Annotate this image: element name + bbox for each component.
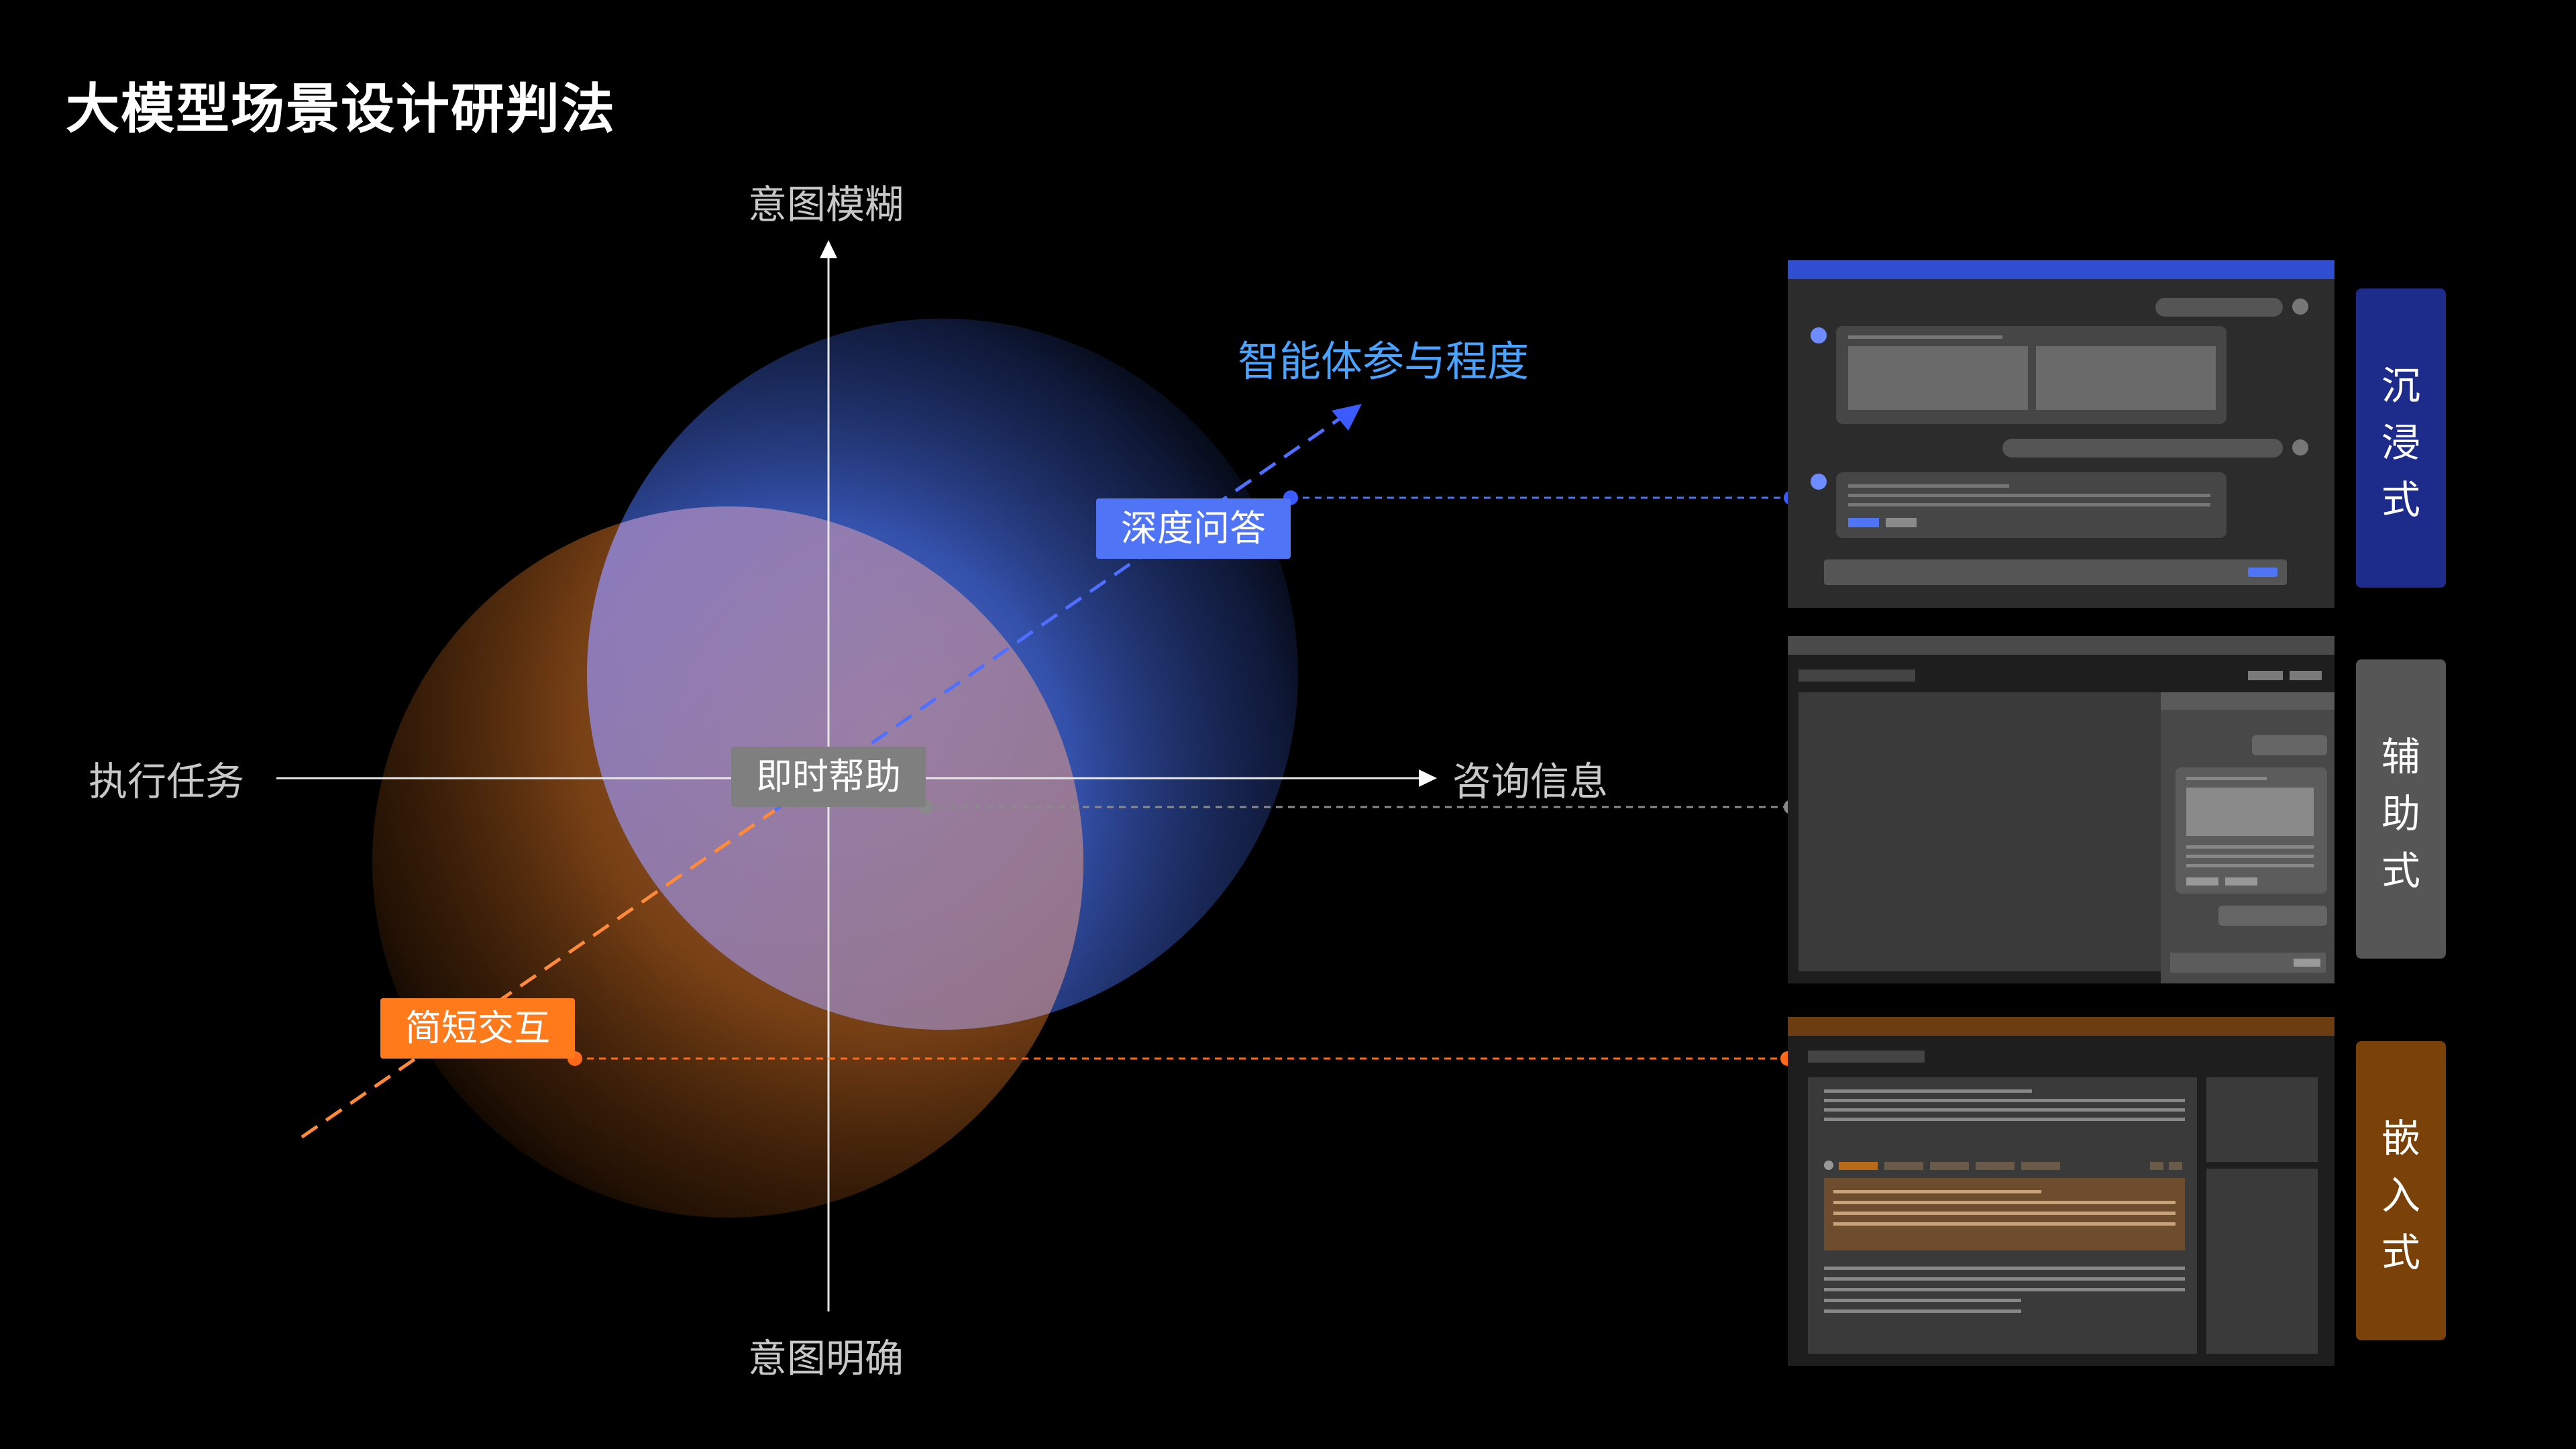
- user-avatar: [2292, 299, 2308, 315]
- diagonal-blue-dash: [773, 415, 1343, 812]
- toolbar-title: [1799, 669, 1915, 682]
- assist-mockup: [1788, 636, 2334, 983]
- mode-char: 助: [2381, 791, 2420, 837]
- main-work-area: [1799, 692, 2161, 971]
- mockup-header-bar: [1788, 260, 2334, 279]
- vertical-axis-arrow: [820, 240, 837, 258]
- panel-user-bubble-2: [2218, 906, 2327, 926]
- reply-image-right: [2036, 346, 2216, 410]
- mode-char: 式: [2381, 1230, 2420, 1275]
- diagonal-arrowhead: [1332, 404, 1362, 431]
- user-bubble: [2155, 298, 2283, 317]
- mode-char: 式: [2381, 477, 2420, 523]
- mode-char: 式: [2381, 848, 2420, 894]
- suggestion-line: [1833, 1190, 2041, 1193]
- tag-short-interaction: 简短交互: [380, 998, 575, 1059]
- panel-header: [2161, 692, 2334, 710]
- mockup-header-bar: [1788, 1017, 2334, 1036]
- suggestion-line: [1833, 1201, 2176, 1204]
- mode-char: 入: [2381, 1173, 2420, 1218]
- embed-action-chip: [2021, 1162, 2060, 1170]
- bot-reply-card-2: [1836, 472, 2226, 538]
- axis-label-bottom: 意图明确: [748, 1336, 904, 1381]
- side-block-bottom: [2206, 1169, 2318, 1354]
- mode-char: 辅: [2381, 734, 2420, 780]
- mode-card-embed: 嵌 入 式: [2356, 1041, 2446, 1340]
- send-button-shape: [2248, 568, 2277, 577]
- toolbar-btn: [2248, 671, 2283, 680]
- doc-line: [1824, 1099, 2185, 1102]
- reply-line: [1848, 484, 2009, 488]
- panel-reply-card: [2176, 767, 2327, 894]
- panel-user-bubble: [2252, 735, 2327, 755]
- axis-label-top: 意图模糊: [748, 182, 904, 227]
- bot-avatar-2: [1811, 474, 1827, 490]
- diagonal-orange-dash: [301, 808, 776, 1139]
- reply-line: [1848, 503, 2210, 506]
- panel-send-btn: [2294, 959, 2320, 967]
- reply-action-secondary: [1886, 518, 1917, 527]
- reply-action-primary: [1848, 518, 1879, 527]
- toolbar-title: [1808, 1051, 1925, 1063]
- mode-card-assist: 辅 助 式: [2356, 659, 2446, 959]
- tag-instant-help: 即时帮助: [731, 747, 926, 807]
- toolbar-btn: [2290, 671, 2322, 680]
- mode-char: 嵌: [2381, 1116, 2420, 1161]
- immersive-mockup: [1788, 260, 2334, 608]
- mode-card-immersive: 沉 浸 式: [2356, 288, 2446, 588]
- bot-avatar: [1811, 327, 1827, 343]
- panel-reply-line: [2186, 777, 2267, 780]
- diagonal-axis-label: 智能体参与程度: [1238, 337, 1529, 386]
- doc-line: [1824, 1299, 2021, 1302]
- doc-line: [1824, 1309, 2021, 1313]
- embed-ai-icon: [1824, 1161, 1833, 1170]
- panel-reply-btn: [2225, 877, 2257, 885]
- embed-action-chip: [1976, 1162, 2015, 1170]
- panel-reply-btn: [2186, 877, 2218, 885]
- doc-line: [1824, 1089, 2032, 1093]
- reply-line: [1848, 494, 2210, 497]
- side-block-top: [2206, 1077, 2318, 1162]
- tag-deep-qa: 深度问答: [1096, 498, 1291, 559]
- mode-char: 沉: [2381, 363, 2420, 409]
- page-title: 大模型场景设计研判法: [66, 78, 616, 140]
- user-bubble-2: [2002, 439, 2283, 458]
- panel-reply-line: [2186, 845, 2314, 849]
- axis-label-right: 咨询信息: [1452, 759, 1609, 804]
- horizontal-axis-arrow: [1419, 769, 1437, 787]
- embed-action-chip: [1930, 1162, 1969, 1170]
- panel-input-bar: [2170, 953, 2326, 973]
- doc-line: [1824, 1288, 2185, 1291]
- doc-line: [1824, 1277, 2185, 1281]
- embed-action-chip: [2150, 1162, 2163, 1170]
- reply-image-left: [1848, 346, 2028, 410]
- bot-reply-card: [1836, 326, 2226, 424]
- user-avatar-2: [2292, 439, 2308, 455]
- suggestion-line: [1833, 1222, 2176, 1226]
- reply-text-line: [1848, 335, 2002, 339]
- axis-label-left: 执行任务: [89, 759, 245, 804]
- mockup-header-bar: [1788, 636, 2334, 655]
- overlap-region: [587, 506, 1083, 1030]
- embed-mockup: [1788, 1017, 2334, 1366]
- chat-input-bar: [1824, 559, 2287, 585]
- embed-action-chip: [1839, 1162, 1878, 1170]
- assist-side-panel: [2161, 692, 2334, 983]
- panel-reply-line: [2186, 855, 2314, 858]
- embed-action-chip: [2169, 1162, 2182, 1170]
- panel-reply-line: [2186, 864, 2314, 867]
- doc-line: [1824, 1118, 2185, 1121]
- doc-line: [1824, 1267, 2185, 1270]
- suggestion-line: [1833, 1212, 2176, 1215]
- doc-line: [1824, 1108, 2185, 1112]
- panel-reply-image: [2186, 788, 2314, 836]
- document-body: [1808, 1077, 2197, 1354]
- embed-suggestion-box: [1824, 1178, 2185, 1250]
- embed-action-chip: [1884, 1162, 1923, 1170]
- mode-char: 浸: [2381, 420, 2420, 466]
